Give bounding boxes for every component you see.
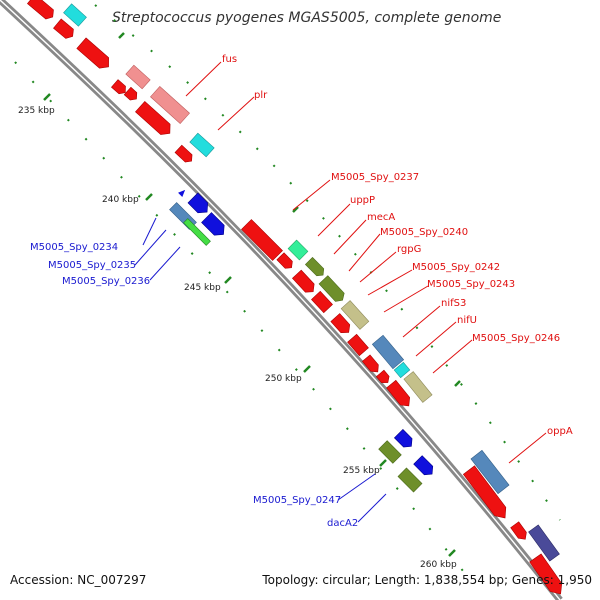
gene-arrow: [123, 86, 138, 101]
gene-arrow: [178, 189, 186, 197]
gene-arrow: [63, 3, 87, 27]
gene-arrow: [393, 428, 413, 448]
gene-arrow-plr: [150, 85, 190, 125]
gene-arrow: [330, 313, 351, 334]
gene-arrow: [26, 0, 54, 20]
accession-text: Accession: NC_007297: [10, 573, 147, 587]
gene-arrow: [386, 379, 411, 407]
gene-label-nifS3: nifS3: [441, 298, 466, 309]
offset-gene-groups: [169, 189, 434, 493]
gene-arrow-M5005_Spy_0243: [403, 371, 433, 403]
gene-arrow: [311, 290, 333, 314]
scale-tick-label: 250 kbp: [265, 374, 302, 384]
scale-tick-label: 235 kbp: [18, 106, 55, 116]
gene-label-M5005_Spy_0235: M5005_Spy_0235: [48, 260, 136, 271]
gene-arrow-rgpG: [371, 334, 405, 370]
gene-label-M5005_Spy_0246: M5005_Spy_0246: [472, 333, 560, 344]
gene-arrow: [135, 100, 171, 135]
gene-arrow: [361, 354, 379, 373]
gene-arrow: [241, 219, 283, 261]
inner-strand-genes: [26, 0, 563, 595]
gene-arrow: [292, 269, 315, 293]
gene-label-M5005_Spy_0247: M5005_Spy_0247: [253, 495, 341, 506]
gene-arrow-M5005_Spy_0247: [378, 440, 402, 464]
gene-arrow: [347, 333, 369, 357]
gene-label-plr: plr: [254, 90, 268, 101]
gene-arrow: [462, 465, 507, 519]
gene-label-M5005_Spy_0236: M5005_Spy_0236: [62, 276, 150, 287]
gene-arrow: [76, 37, 109, 69]
topology-text: Topology: circular; Length: 1,838,554 bp…: [262, 573, 592, 587]
gene-label-dacA2: dacA2: [327, 518, 358, 529]
scale-tick-label: 260 kbp: [420, 560, 457, 570]
gene-label-M5005_Spy_0240: M5005_Spy_0240: [380, 227, 468, 238]
gene-label-oppA: oppA: [547, 426, 573, 437]
gene-arrow-M5005_Spy_0234: [187, 192, 209, 214]
right-callout-lines: [185, 61, 547, 464]
gene-label-uppP: uppP: [350, 195, 375, 206]
gene-arrow-mecA: [318, 275, 345, 302]
gene-arrow: [529, 553, 563, 595]
gene-arrow: [413, 455, 434, 476]
gene-arrow-uppP: [304, 256, 325, 277]
gene-arrow: [528, 524, 560, 562]
gene-label-mecA: mecA: [367, 212, 395, 223]
gene-label-rgpG: rgpG: [397, 244, 421, 255]
scale-tick-label: 255 kbp: [343, 466, 380, 476]
gene-arrow: [393, 361, 411, 379]
gene-arrow: [174, 144, 193, 163]
genome-backbone: [0, 0, 563, 600]
scale-tick-label: 240 kbp: [102, 195, 139, 205]
gene-arrow: [276, 252, 293, 269]
gene-label-M5005_Spy_0243: M5005_Spy_0243: [427, 279, 515, 290]
gene-arrow-oppA: [470, 449, 510, 495]
inner-dashed-ring: [14, 61, 471, 581]
gene-arrow-dacA2: [397, 467, 423, 493]
gene-label-M5005_Spy_0234: M5005_Spy_0234: [30, 242, 118, 253]
gene-label-fus: fus: [222, 54, 237, 65]
gene-arrow-fus: [125, 64, 151, 90]
gene-arrow: [510, 521, 527, 540]
map-title: Streptococcus pyogenes MGAS5005, complet…: [112, 10, 501, 26]
gene-arrow: [189, 132, 215, 158]
left-callout-lines: [134, 217, 387, 523]
gene-arrow-M5005_Spy_0240: [340, 300, 370, 330]
scale-tick-label: 245 kbp: [184, 283, 221, 293]
gene-arrow: [53, 18, 74, 39]
gene-arrow: [201, 212, 225, 236]
gene-label-M5005_Spy_0242: M5005_Spy_0242: [412, 262, 500, 273]
outer-strand-genes: [63, 3, 560, 562]
gene-arrow-M5005_Spy_0237: [287, 239, 309, 261]
gene-label-nifU: nifU: [457, 315, 477, 326]
gene-arrow: [111, 79, 126, 95]
gene-arrow: [375, 369, 390, 384]
scale-tick-marks: [43, 32, 461, 557]
gene-label-M5005_Spy_0237: M5005_Spy_0237: [331, 172, 419, 183]
gene-arrow-M5005_Spy_0236: [183, 218, 211, 246]
